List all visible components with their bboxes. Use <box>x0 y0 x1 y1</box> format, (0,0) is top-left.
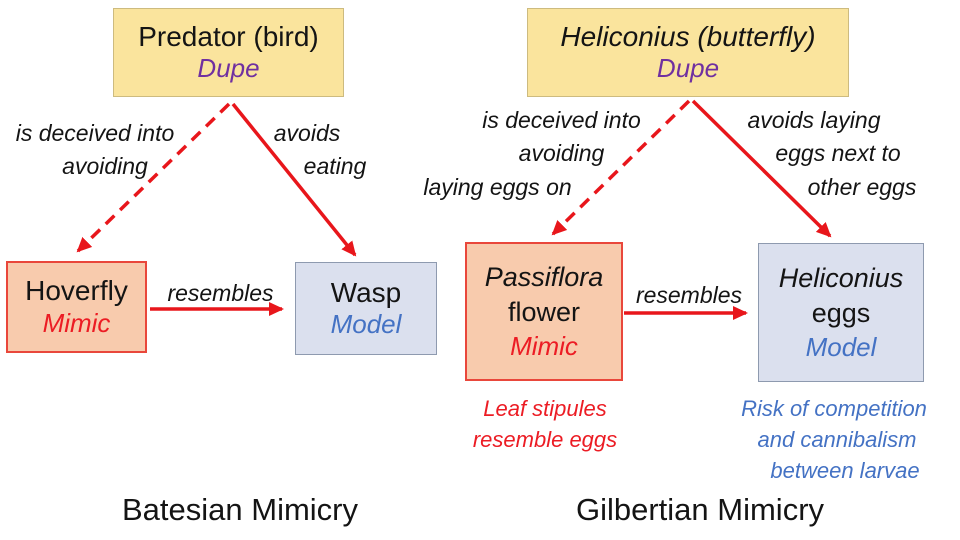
right-model-role: Model <box>805 331 877 362</box>
right-mimic-title-line1: Passiflora <box>484 261 604 292</box>
right-dupe-role: Dupe <box>656 53 720 84</box>
left-dupe-role: Dupe <box>197 53 260 84</box>
label-line: eating <box>303 153 367 180</box>
note-line: between larvae <box>770 458 920 484</box>
left-resembles-label: resembles <box>167 280 274 306</box>
note-line: Risk of competition <box>741 396 927 421</box>
right-model-box: Heliconius eggs Model <box>758 243 924 382</box>
right-caption: Gilbertian Mimicry <box>575 492 825 527</box>
note-line: Leaf stipules <box>483 396 607 421</box>
label-line: avoids laying <box>747 107 881 133</box>
label-line: laying eggs on <box>423 173 572 200</box>
note-line: resemble eggs <box>472 427 618 453</box>
left-model-title: Wasp <box>330 276 402 308</box>
left-deceived-label: is deceived into avoiding <box>0 117 190 184</box>
left-avoids-label: avoids eating <box>247 117 377 184</box>
right-resembles-label: resembles <box>635 282 743 308</box>
left-dupe-box: Predator (bird) Dupe <box>113 8 344 97</box>
right-mimic-box: Passiflora flower Mimic <box>465 242 623 381</box>
label-line: is deceived into <box>15 120 175 146</box>
right-model-title-line1: Heliconius <box>778 262 904 293</box>
right-model-note: Risk of competition and cannibalism betw… <box>726 393 942 487</box>
label-line: avoiding <box>518 140 605 167</box>
left-model-role: Model <box>330 309 402 340</box>
right-dupe-box: Heliconius (butterfly) Dupe <box>527 8 849 97</box>
left-mimic-role: Mimic <box>42 307 111 338</box>
label-line: other eggs <box>807 173 917 200</box>
left-caption: Batesian Mimicry <box>122 492 358 527</box>
left-mimic-box: Hoverfly Mimic <box>6 261 147 353</box>
right-mimic-note: Leaf stipules resemble eggs <box>443 393 647 455</box>
label-line: avoiding <box>62 153 148 180</box>
right-deceived-label: is deceived into avoiding laying eggs on <box>420 104 703 204</box>
right-model-title-line2: eggs <box>811 297 871 328</box>
left-mimic-title: Hoverfly <box>25 275 128 307</box>
label-line: avoids <box>273 120 341 146</box>
left-model-box: Wasp Model <box>295 262 437 355</box>
label-line: eggs next to <box>775 140 901 167</box>
right-mimic-title-line2: flower <box>507 296 581 327</box>
left-dupe-title: Predator (bird) <box>138 20 319 52</box>
note-line: and cannibalism <box>757 427 917 453</box>
right-mimic-role: Mimic <box>510 330 578 361</box>
right-dupe-title: Heliconius (butterfly) <box>560 20 816 52</box>
right-avoids-label: avoids laying eggs next to other eggs <box>718 104 917 204</box>
label-line: is deceived into <box>482 107 641 133</box>
